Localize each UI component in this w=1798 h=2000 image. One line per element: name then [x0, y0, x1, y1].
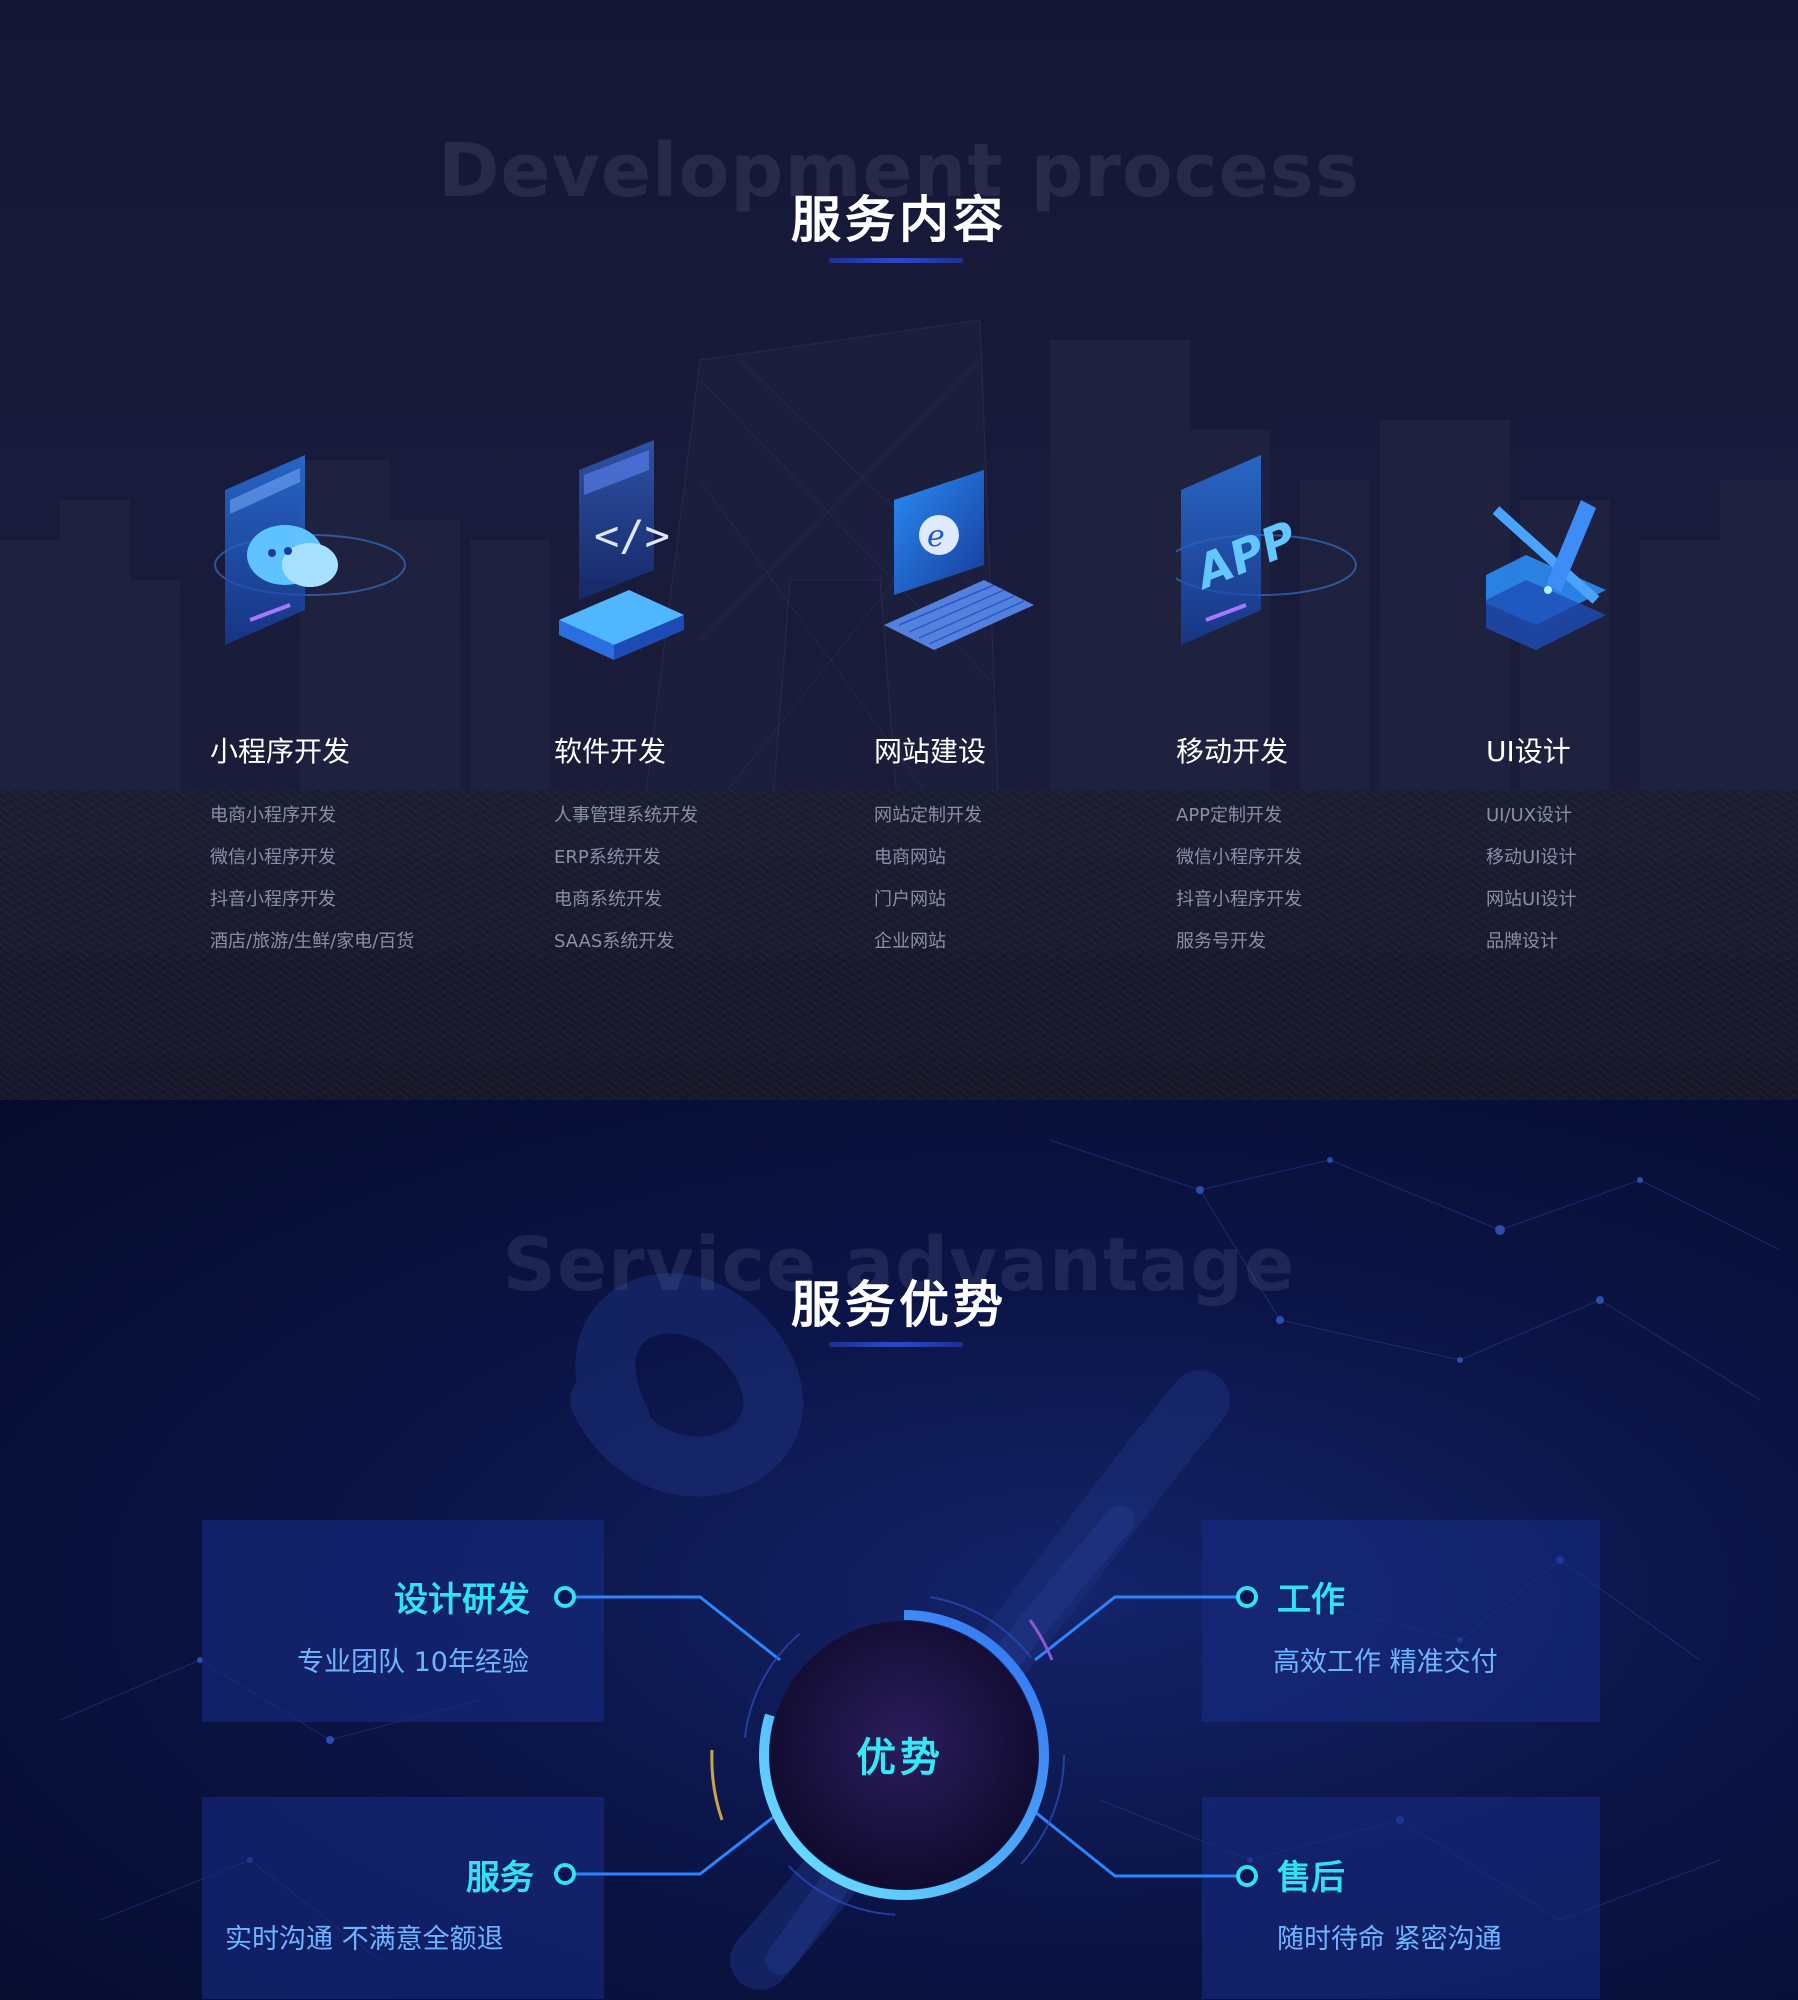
service-title: 小程序开发: [210, 735, 351, 768]
service-title: 网站建设: [874, 735, 987, 768]
service-item-list: 网站定制开发 电商网站 门户网站 企业网站: [874, 795, 982, 963]
section-title: 服务优势: [791, 1276, 1007, 1334]
center-label: 优势: [856, 1735, 944, 1781]
advantage-title: 工作: [1277, 1580, 1345, 1620]
service-item[interactable]: 抖音小程序开发: [1176, 889, 1302, 910]
section-bg-title: Development process: [438, 128, 1360, 214]
service-item-list: 电商小程序开发 微信小程序开发 抖音小程序开发 酒店/旅游/生鲜/家电/百货: [210, 795, 414, 963]
service-item[interactable]: 酒店/旅游/生鲜/家电/百货: [210, 931, 415, 952]
service-advantage-section: Service advantage 服务优势: [0, 1100, 1798, 2000]
ground-texture: [0, 790, 1798, 1100]
service-title: UI设计: [1486, 735, 1571, 768]
section-bg-title: Service advantage: [502, 1222, 1296, 1308]
advantage-title: 设计研发: [394, 1580, 530, 1620]
advantage-box-design: [202, 1520, 604, 1722]
service-item[interactable]: 电商小程序开发: [210, 805, 336, 826]
advantage-desc: 专业团队 10年经验: [297, 1647, 529, 1678]
city-skyline-background: [0, 319, 1798, 840]
section-title: 服务内容: [791, 191, 1007, 249]
service-item[interactable]: 品牌设计: [1486, 931, 1558, 952]
advantage-desc: 高效工作 精准交付: [1273, 1647, 1498, 1678]
service-item[interactable]: 网站定制开发: [874, 805, 982, 826]
service-title: 软件开发: [554, 735, 667, 768]
service-item[interactable]: UI/UX设计: [1486, 805, 1573, 826]
service-title: 移动开发: [1176, 735, 1289, 768]
service-item-list: 人事管理系统开发 ERP系统开发 电商系统开发 SAAS系统开发: [554, 795, 698, 963]
service-item[interactable]: APP定制开发: [1176, 805, 1283, 826]
service-item[interactable]: 电商网站: [874, 847, 946, 868]
service-item[interactable]: 网站UI设计: [1486, 889, 1577, 910]
advantage-box-work: [1202, 1520, 1600, 1722]
service-item-list: APP定制开发 微信小程序开发 抖音小程序开发 服务号开发: [1176, 795, 1302, 963]
service-item[interactable]: 企业网站: [874, 931, 946, 952]
advantage-desc: 实时沟通 不满意全额退: [225, 1924, 504, 1955]
ui-design-pen-icon: [1486, 500, 1606, 650]
advantage-title: 服务: [466, 1858, 534, 1898]
svg-text:e: e: [927, 519, 945, 554]
wechat-mini-program-icon: [214, 455, 406, 645]
browser-website-icon: e: [884, 470, 1034, 650]
service-item[interactable]: 微信小程序开发: [1176, 847, 1302, 868]
service-item[interactable]: ERP系统开发: [554, 847, 661, 868]
service-item-list: UI/UX设计 移动UI设计 网站UI设计 品牌设计: [1486, 795, 1576, 963]
app-mobile-icon: APP: [1176, 455, 1357, 645]
advantage-box-after-sales: [1202, 1797, 1600, 1999]
service-item[interactable]: 移动UI设计: [1486, 847, 1577, 868]
service-item[interactable]: 人事管理系统开发: [554, 805, 698, 826]
code-software-icon: </>: [559, 440, 684, 660]
advantage-title: 售后: [1277, 1858, 1345, 1898]
service-item[interactable]: 服务号开发: [1176, 931, 1266, 952]
advantage-box-service: [202, 1797, 604, 1999]
advantage-diagram: [554, 1586, 1258, 1916]
svg-text:</>: </>: [594, 511, 670, 560]
service-item[interactable]: 电商系统开发: [554, 889, 662, 910]
service-item[interactable]: 微信小程序开发: [210, 847, 336, 868]
service-content-section: Development process 服务内容 小程序开发 电商小程序开发 微…: [0, 0, 1798, 1100]
service-item[interactable]: SAAS系统开发: [554, 931, 675, 952]
advantage-desc: 随时待命 紧密沟通: [1277, 1924, 1502, 1955]
service-item[interactable]: 门户网站: [874, 889, 946, 910]
title-underline: [829, 258, 963, 263]
title-underline: [829, 1342, 963, 1347]
service-item[interactable]: 抖音小程序开发: [210, 889, 336, 910]
